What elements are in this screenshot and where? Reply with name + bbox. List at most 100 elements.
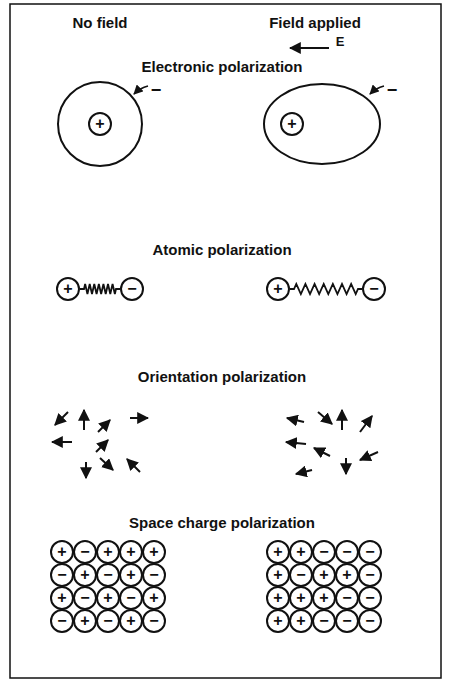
charge-circle: −: [335, 540, 359, 564]
charge-circle: +: [50, 586, 74, 610]
charge-sign: −: [365, 544, 374, 560]
charge-circle: +: [289, 609, 313, 633]
charge-sign: +: [149, 544, 158, 560]
field-symbol: E: [336, 34, 345, 49]
charge-sign: −: [342, 544, 351, 560]
charge-circle: −: [142, 609, 166, 633]
charge-sign: +: [95, 116, 104, 132]
charge-sign: +: [80, 567, 89, 583]
charge-sign: +: [273, 281, 282, 297]
column-heading: No field: [73, 14, 128, 31]
electron-sign: −: [151, 80, 162, 101]
charge-sign: +: [103, 544, 112, 560]
charge-circle: −: [50, 609, 74, 633]
spring-bond: [290, 284, 362, 294]
charge-circle: +: [73, 609, 97, 633]
charge-circle: +: [119, 563, 143, 587]
charge-sign: −: [365, 567, 374, 583]
charge-circle: +: [73, 563, 97, 587]
charge-circle: −: [358, 540, 382, 564]
charge-sign: +: [103, 590, 112, 606]
charge-circle: +: [88, 112, 112, 136]
charge-circle: +: [312, 563, 336, 587]
charge-sign: −: [149, 613, 158, 629]
charge-circle: +: [119, 609, 143, 633]
charge-circle: −: [142, 563, 166, 587]
electron-sign: −: [387, 80, 398, 101]
charge-circle: −: [358, 586, 382, 610]
charge-circle: −: [73, 586, 97, 610]
charge-sign: −: [57, 613, 66, 629]
charge-sign: −: [127, 281, 136, 297]
charge-circle: +: [96, 586, 120, 610]
charge-sign: +: [126, 544, 135, 560]
charge-circle: +: [56, 277, 80, 301]
charge-sign: +: [273, 590, 282, 606]
charge-sign: −: [126, 590, 135, 606]
charge-sign: +: [287, 116, 296, 132]
charge-circle: −: [335, 609, 359, 633]
charge-circle: −: [358, 563, 382, 587]
section-heading: Atomic polarization: [152, 241, 291, 258]
electron-arrow: [134, 86, 148, 94]
charge-sign: −: [369, 281, 378, 297]
charge-circle: +: [280, 112, 304, 136]
column-heading: Field applied: [269, 14, 361, 31]
charge-sign: +: [273, 544, 282, 560]
charge-circle: +: [96, 540, 120, 564]
charge-sign: −: [103, 613, 112, 629]
charge-sign: +: [273, 613, 282, 629]
charge-circle: +: [50, 540, 74, 564]
charge-circle: +: [266, 609, 290, 633]
charge-sign: −: [80, 544, 89, 560]
charge-circle: −: [335, 586, 359, 610]
charge-circle: +: [312, 586, 336, 610]
charge-sign: +: [296, 590, 305, 606]
charge-circle: +: [119, 540, 143, 564]
charge-circle: −: [73, 540, 97, 564]
charge-sign: −: [342, 613, 351, 629]
charge-sign: −: [365, 590, 374, 606]
charge-circle: −: [358, 609, 382, 633]
charge-sign: +: [319, 567, 328, 583]
charge-sign: −: [80, 590, 89, 606]
charge-circle: −: [120, 277, 144, 301]
charge-circle: +: [266, 277, 290, 301]
charge-sign: +: [57, 590, 66, 606]
charge-circle: −: [96, 563, 120, 587]
charge-sign: −: [296, 567, 305, 583]
charge-circle: −: [362, 277, 386, 301]
electron-arrow: [370, 86, 384, 94]
electron-cloud: [58, 82, 142, 166]
charge-sign: +: [342, 567, 351, 583]
charge-sign: −: [365, 613, 374, 629]
charge-sign: +: [296, 613, 305, 629]
charge-circle: +: [335, 563, 359, 587]
frame: [10, 4, 441, 678]
charge-sign: −: [57, 567, 66, 583]
section-heading: Orientation polarization: [138, 368, 306, 385]
charge-sign: +: [126, 567, 135, 583]
charge-sign: −: [149, 567, 158, 583]
charge-sign: +: [149, 590, 158, 606]
charge-sign: +: [57, 544, 66, 560]
charge-sign: +: [319, 590, 328, 606]
charge-circle: +: [289, 586, 313, 610]
charge-circle: −: [312, 540, 336, 564]
section-heading: Space charge polarization: [129, 514, 315, 531]
charge-circle: +: [266, 540, 290, 564]
charge-sign: +: [126, 613, 135, 629]
charge-circle: +: [266, 563, 290, 587]
charge-circle: +: [266, 586, 290, 610]
charge-circle: +: [142, 540, 166, 564]
charge-sign: −: [319, 544, 328, 560]
dipole-arrows: [52, 410, 378, 478]
spring-bond: [80, 284, 120, 294]
charge-circle: −: [50, 563, 74, 587]
charge-circle: −: [312, 609, 336, 633]
charge-circle: −: [119, 586, 143, 610]
charge-circle: +: [289, 540, 313, 564]
charge-circle: −: [289, 563, 313, 587]
section-heading: Electronic polarization: [142, 58, 303, 75]
